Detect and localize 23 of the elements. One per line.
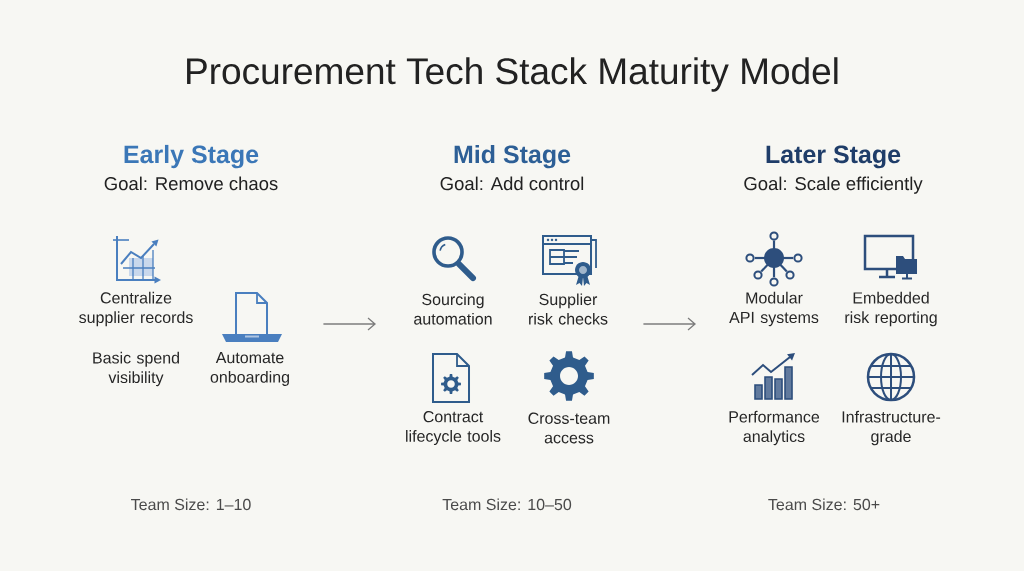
arrow — [322, 317, 376, 331]
feature-label: Modular API systems — [729, 291, 819, 327]
team-size-text: Team Size: 1–10 — [131, 498, 251, 511]
team-size-text: Team Size: 10–50 — [442, 498, 572, 511]
arrow — [642, 317, 696, 331]
feature-label: Performance analytics — [729, 410, 820, 446]
feature-label: Contract lifecycle tools — [406, 411, 501, 445]
team-size-text: Team Size: 50+ — [768, 498, 880, 511]
stage-heading: Mid Stage — [454, 144, 571, 169]
title: Procurement Tech Stack Maturity Model — [187, 57, 838, 92]
feature-label: Infrastructure- grade — [842, 410, 941, 446]
goal-text: Goal: Remove chaos — [104, 176, 278, 191]
feature-label: Centralize supplier records — [79, 291, 193, 327]
feature-label: Basic spend visibility — [93, 351, 179, 387]
feature-label: Embedded risk reporting — [845, 291, 937, 327]
stage-heading: Early Stage — [124, 144, 259, 169]
goal-text: Goal: Add control — [440, 176, 584, 191]
feature-label: Supplier risk checks — [529, 293, 608, 325]
feature-label: Sourcing automation — [414, 293, 492, 325]
goal-text: Goal: Scale efficiently — [744, 176, 923, 194]
feature-label: Cross-team access — [528, 412, 610, 444]
feature-label: Automate onboarding — [210, 352, 289, 386]
stage-heading: Later Stage — [766, 145, 901, 169]
